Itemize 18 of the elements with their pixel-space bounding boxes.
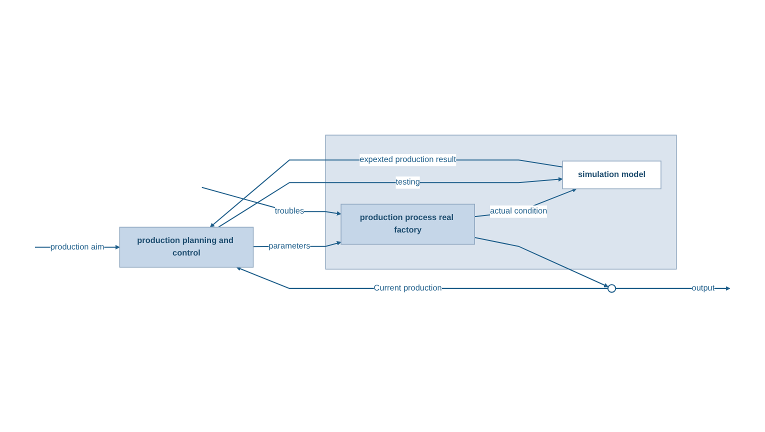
edge-label: expexted production result (360, 156, 456, 164)
arrow (218, 177, 563, 228)
arrow (210, 160, 563, 228)
edge-label: testing (396, 178, 420, 188)
edge-label: output (692, 284, 715, 293)
node-circle (607, 284, 616, 294)
arrow (474, 237, 608, 288)
edge-label: parameters (268, 242, 310, 251)
node-box (562, 161, 662, 190)
flowchart: expexted production result testing troubles actual condition production aim parameters Current production output production planning and control production process real factory simulation model (0, 131, 765, 301)
cluster (325, 135, 677, 270)
edge-label: troubles (274, 207, 304, 216)
node-box (119, 227, 254, 268)
node-box (340, 204, 475, 246)
edge-label: actual condition (490, 207, 548, 216)
arrow (616, 286, 730, 292)
edge-label: production aim (50, 242, 104, 252)
edge-label: Current production (374, 284, 442, 293)
